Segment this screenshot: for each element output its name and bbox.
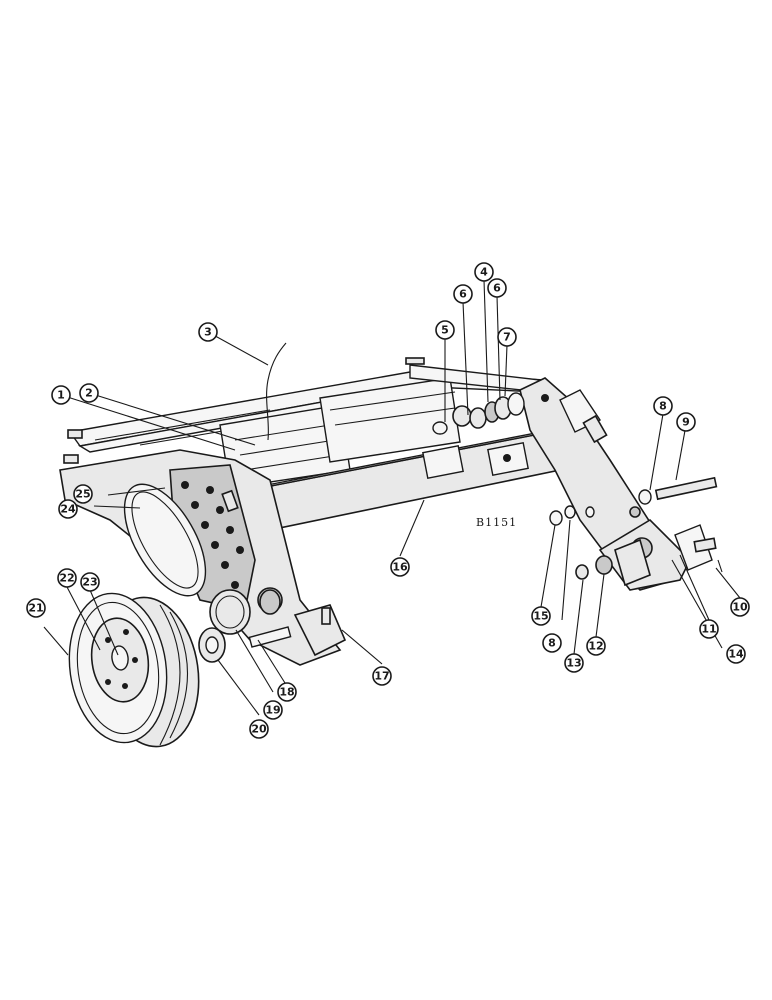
callout-23: 23 <box>80 572 100 592</box>
svg-text:18: 18 <box>279 686 294 699</box>
left-hub-parts <box>198 589 281 663</box>
callout-11: 11 <box>699 619 719 639</box>
svg-text:13: 13 <box>566 657 581 670</box>
svg-text:2: 2 <box>85 387 93 400</box>
callout-25: 25 <box>73 484 93 504</box>
leader-lines <box>43 279 741 716</box>
svg-text:9: 9 <box>682 416 690 429</box>
svg-text:12: 12 <box>588 640 603 653</box>
callout-24: 24 <box>58 499 78 519</box>
callout-19: 19 <box>263 700 283 720</box>
callout-18: 18 <box>277 682 297 702</box>
svg-text:4: 4 <box>480 266 488 279</box>
svg-text:8: 8 <box>548 637 556 650</box>
svg-text:6: 6 <box>459 288 467 301</box>
callout-8a: 8 <box>653 396 673 416</box>
callout-6b: 6 <box>487 278 507 298</box>
callout-13: 13 <box>564 653 584 673</box>
callout-5: 5 <box>435 320 455 340</box>
callout-7: 7 <box>497 327 517 347</box>
svg-text:7: 7 <box>503 331 511 344</box>
svg-text:3: 3 <box>204 326 212 339</box>
callout-14: 14 <box>726 644 746 664</box>
callout-21: 21 <box>26 598 46 618</box>
frame-top-rails <box>63 357 547 489</box>
svg-text:5: 5 <box>441 324 449 337</box>
svg-text:14: 14 <box>728 648 744 661</box>
svg-text:17: 17 <box>374 670 389 683</box>
svg-text:23: 23 <box>82 576 97 589</box>
callout-6a: 6 <box>453 284 473 304</box>
callouts: 1 2 3 4 5 6 6 7 8 9 10 11 12 13 14 15 8 … <box>26 262 750 739</box>
svg-text:11: 11 <box>701 623 716 636</box>
callout-9: 9 <box>676 412 696 432</box>
drawing-code: B1151 <box>476 516 517 529</box>
svg-text:16: 16 <box>392 561 408 574</box>
svg-text:8: 8 <box>659 400 667 413</box>
svg-text:1: 1 <box>57 389 65 402</box>
wire-cable <box>266 342 287 441</box>
wheel <box>68 592 200 748</box>
svg-text:25: 25 <box>75 488 90 501</box>
svg-text:21: 21 <box>28 602 43 615</box>
callout-16: 16 <box>390 557 410 577</box>
callout-12: 12 <box>586 636 606 656</box>
callout-4: 4 <box>474 262 494 282</box>
callout-22: 22 <box>57 568 77 588</box>
callout-20: 20 <box>249 719 269 739</box>
callout-17: 17 <box>372 666 392 686</box>
callout-1: 1 <box>51 385 71 405</box>
svg-text:24: 24 <box>60 503 76 516</box>
right-hub-parts <box>432 392 723 587</box>
svg-text:22: 22 <box>59 572 74 585</box>
callout-10: 10 <box>730 597 750 617</box>
svg-text:15: 15 <box>533 610 548 623</box>
svg-text:20: 20 <box>251 723 267 736</box>
callout-15: 15 <box>531 606 551 626</box>
callout-8b: 8 <box>542 633 562 653</box>
svg-text:19: 19 <box>265 704 280 717</box>
callout-2: 2 <box>79 383 99 403</box>
svg-text:6: 6 <box>493 282 501 295</box>
svg-text:10: 10 <box>732 601 748 614</box>
callout-3: 3 <box>198 322 218 342</box>
chain-links <box>181 481 244 589</box>
